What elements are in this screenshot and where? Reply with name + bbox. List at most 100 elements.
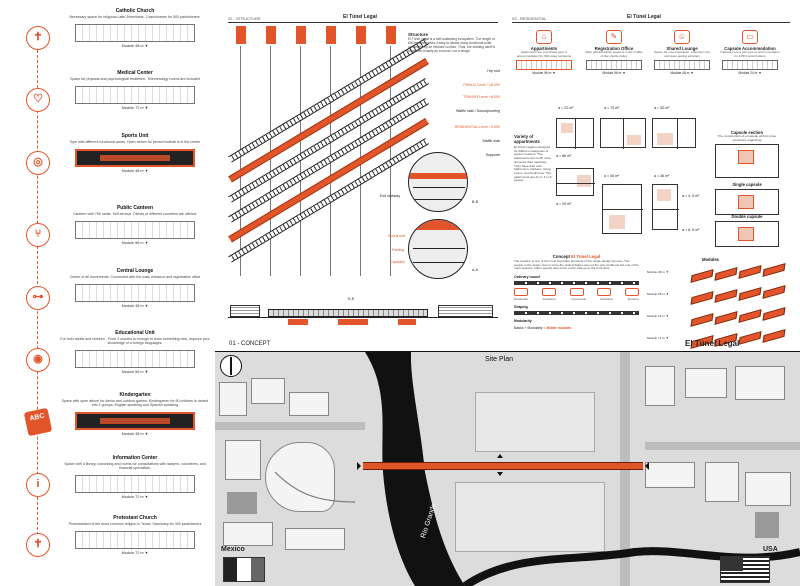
unit-module-label: Module 72 m ▼: [121, 106, 149, 110]
unit-module-label: Module 48 m ▼: [121, 304, 149, 308]
concept-row-label: Ordinary tunnel: [514, 274, 541, 279]
label-ee: E-E: [348, 297, 355, 301]
unit-title: Educational Unit: [115, 330, 155, 336]
section-band: [409, 173, 467, 179]
usa-flag-icon: [720, 556, 770, 583]
type-title: Capsule Accommodation: [724, 46, 776, 51]
area-label: a = 29 m²: [556, 202, 572, 206]
building-block: [285, 528, 345, 550]
modules-title: Modules: [702, 257, 719, 262]
road: [215, 422, 365, 430]
structure-heading: Structure: [408, 32, 429, 37]
ordinary-tunnel-bar: [514, 280, 639, 285]
grid-line: [240, 46, 241, 276]
column-tag: [326, 26, 336, 44]
apartment-plan: [556, 118, 594, 149]
level-label: Waffle slab: [482, 139, 500, 143]
concept-panel: Concept El Túnel Legal The location is o…: [514, 254, 639, 349]
sheet-code: 02 - STRUCTURE: [228, 16, 261, 21]
concept-title-accent: El Túnel Legal: [571, 254, 601, 259]
unit-module-label: Module 72 m ▼: [121, 551, 149, 555]
apartment-plan: [652, 184, 679, 230]
type-title: Shared Lounge: [666, 46, 698, 51]
stage-icon: [569, 287, 584, 296]
unit-description: Gym with different functional areas. Ope…: [69, 140, 201, 144]
single-capsule: Single capsule: [712, 182, 782, 215]
building-block: [755, 512, 779, 538]
modularity-accent: Mobile modules: [546, 325, 572, 330]
label-bb: B-B: [472, 200, 478, 204]
module-block: [762, 307, 786, 321]
capsule-section-drawing: [715, 144, 779, 179]
type-plan: [654, 60, 710, 71]
capsule-section: Capsule section The construction of a ca…: [712, 130, 782, 179]
type-description: Space for communication, collection rest…: [654, 50, 710, 58]
unit-plan-drawing: [75, 24, 195, 42]
area-label: a = 75 m²: [604, 106, 620, 110]
apartment-plan: [652, 118, 696, 149]
module-row-label: Module 72 m ▼: [647, 336, 669, 340]
building: [230, 305, 260, 317]
building-block: [705, 462, 739, 502]
shaping-bar: [514, 310, 639, 315]
unit-plan-drawing: [75, 475, 195, 493]
section-floor: [413, 199, 465, 200]
unit-plan-drawing: [75, 350, 195, 368]
type-icon: ⌂: [536, 30, 552, 44]
residential-sheet: 03 - RESIDENTIAL El Túnel Legal ⌂Appartm…: [512, 14, 790, 352]
accent-cut: [338, 319, 368, 325]
area-label: a = 36 m²: [654, 174, 670, 178]
building-block: [735, 366, 785, 400]
level-label: Waffle slab / Soundproofing: [456, 109, 500, 113]
area-label: a = 22 m²: [558, 106, 574, 110]
sheet-name: El Túnel Legal: [343, 14, 377, 20]
stage-icon: [541, 287, 556, 296]
unit-plan-drawing: [75, 412, 195, 430]
site-map: Site Plan Río Grande Mexico USA: [215, 352, 800, 586]
unit-plan-drawing: [75, 86, 195, 104]
label-aa: A-A: [472, 268, 478, 272]
plaza: [265, 442, 335, 512]
unit-plan-drawing: [75, 221, 195, 239]
type-icon: ☺: [674, 30, 690, 44]
module-block: [762, 263, 786, 277]
unit-module-label: Module 48 m ▼: [121, 44, 149, 48]
area-label: a = 45 m²: [604, 174, 620, 178]
building-block: [225, 440, 261, 480]
unit-description: Protestantism is the most common religio…: [68, 522, 202, 526]
unit-module-label: Module 48 m ▼: [121, 169, 149, 173]
area-label: a = 52 m²: [654, 106, 670, 110]
stage-label: Assistance: [542, 296, 557, 301]
type-icon: ✎: [606, 30, 622, 44]
unit-title: Medical Center: [117, 70, 153, 76]
type-title: Appartments: [530, 46, 558, 51]
unit-module-label: Module 96 m ▼: [121, 370, 149, 374]
building-block: [645, 462, 695, 488]
header-rule: [228, 22, 498, 23]
concept-title-prefix: Concept: [552, 254, 570, 259]
country-right: USA: [763, 546, 778, 553]
site-plan-title: Site Plan: [485, 356, 514, 363]
type-module: Module 24 m ▼: [738, 71, 762, 76]
network-icon: ⊶: [26, 286, 50, 310]
level-label: Supports: [485, 153, 500, 157]
module-block: [714, 267, 738, 281]
stage-icon: [514, 287, 528, 296]
type-plan: [586, 60, 642, 71]
longitudinal-section: E-E: [228, 297, 498, 333]
concept-title: Concept El Túnel Legal: [514, 254, 639, 259]
type-description: Main administrative space is in the midd…: [585, 50, 643, 58]
building-block: [645, 366, 675, 406]
label-exit-stairway: Exit stairway: [380, 194, 401, 198]
module-block: [690, 313, 714, 327]
type-module: Module 48 m ▼: [670, 71, 694, 76]
column-tag: [266, 26, 276, 44]
single-capsule-area: a = 4, 5 m²: [682, 194, 700, 198]
unit-description: Canteen with 750 seats. Self-service. Di…: [72, 212, 198, 216]
type-title: Registration Office: [594, 46, 634, 51]
double-capsule-drawing: [715, 221, 779, 247]
unit-title: Central Lounge: [116, 268, 154, 274]
